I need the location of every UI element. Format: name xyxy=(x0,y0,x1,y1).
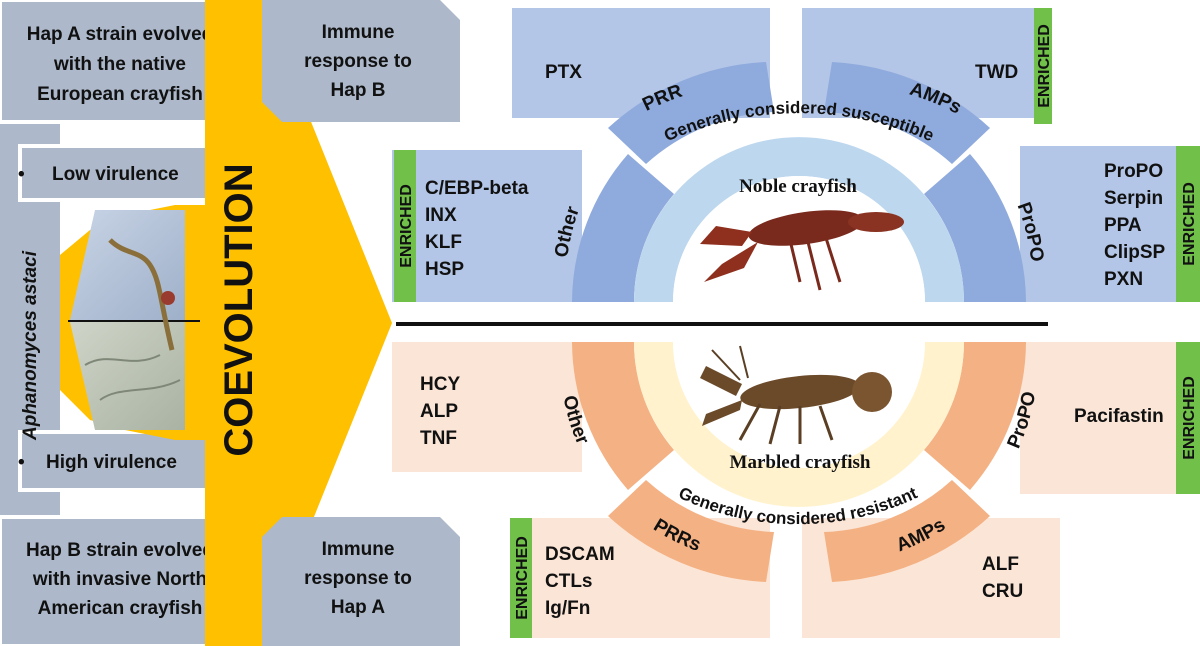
microscopy-images xyxy=(68,210,200,430)
svg-text:Hap B strain evolved: Hap B strain evolved xyxy=(26,540,214,561)
noble-segment-amps xyxy=(824,62,990,164)
marbled-segment-amps xyxy=(824,480,990,582)
marbled-prrs-items: DSCAM CTLs Ig/Fn xyxy=(545,544,615,619)
svg-text:ALP: ALP xyxy=(420,401,458,422)
noble-propo-box xyxy=(1020,146,1178,302)
immune-hap-b-box xyxy=(262,0,460,122)
svg-text:HSP: HSP xyxy=(425,259,464,280)
marbled-other-items: HCY ALP TNF xyxy=(420,374,460,449)
noble-propo-items: ProPO Serpin PPA ClipSP PXN xyxy=(1104,161,1166,290)
svg-text:European crayfish: European crayfish xyxy=(37,84,203,105)
hap-a-text: Hap A strain evolved with the native Eur… xyxy=(27,24,214,105)
svg-text:with the native: with the native xyxy=(53,54,186,75)
immune-hap-b-text: Immune response to Hap B xyxy=(304,22,412,101)
marbled-segment-other xyxy=(572,342,674,490)
high-virulence-bullet: • xyxy=(18,452,25,473)
marbled-segment-propo xyxy=(924,342,1026,490)
sporangium-shape xyxy=(161,291,175,305)
noble-crayfish-image xyxy=(700,210,904,291)
hap-b-text: Hap B strain evolved with invasive North… xyxy=(26,540,214,619)
marbled-propo-item: Pacifastin xyxy=(1074,406,1164,427)
noble-other-enriched-tag xyxy=(394,150,416,302)
svg-text:response to: response to xyxy=(304,51,412,72)
svg-text:KLF: KLF xyxy=(425,232,462,253)
svg-text:Ig/Fn: Ig/Fn xyxy=(545,598,590,619)
enriched-label-noble-amps: ENRICHED xyxy=(1036,24,1053,108)
species-name: Aphanomyces astaci xyxy=(20,250,41,441)
noble-amps-enriched-tag xyxy=(1034,8,1052,124)
marbled-crayfish-image xyxy=(700,345,892,445)
svg-text:PPA: PPA xyxy=(1104,215,1142,236)
marbled-segment-prrs xyxy=(608,480,774,582)
immune-hap-a-box xyxy=(262,517,460,646)
marbled-ring xyxy=(634,342,964,507)
svg-text:American crayfish: American crayfish xyxy=(38,598,203,619)
noble-prr-item: PTX xyxy=(545,62,582,83)
svg-text:TNF: TNF xyxy=(420,428,457,449)
svg-text:ALF: ALF xyxy=(982,554,1019,575)
marbled-propo-box xyxy=(1020,342,1178,494)
immune-hap-a-text: Immune response to Hap A xyxy=(304,539,412,618)
noble-amps-item: TWD xyxy=(975,62,1018,83)
marbled-propo-enriched-tag xyxy=(1176,342,1200,494)
high-virulence-image xyxy=(70,322,185,430)
svg-text:ClipSP: ClipSP xyxy=(1104,242,1166,263)
noble-other-box xyxy=(392,150,582,302)
enriched-label-noble-propo: ENRICHED xyxy=(1181,182,1198,266)
svg-text:CTLs: CTLs xyxy=(545,571,593,592)
svg-text:Immune: Immune xyxy=(322,22,395,43)
coevolution-label: COEVOLUTION xyxy=(217,163,261,456)
noble-segment-propo xyxy=(924,154,1026,302)
noble-ring xyxy=(634,137,964,302)
svg-text:INX: INX xyxy=(425,205,457,226)
marbled-other-box xyxy=(392,342,582,472)
svg-text:CRU: CRU xyxy=(982,581,1023,602)
marbled-prrs-enriched-tag xyxy=(510,518,532,638)
high-virulence-label: High virulence xyxy=(46,452,177,473)
noble-other-items: C/EBP-beta INX KLF HSP xyxy=(425,178,529,280)
svg-text:Immune: Immune xyxy=(322,539,395,560)
svg-text:HCY: HCY xyxy=(420,374,460,395)
svg-text:Serpin: Serpin xyxy=(1104,188,1163,209)
noble-segment-other xyxy=(572,154,674,302)
marbled-title: Marbled crayfish xyxy=(730,452,871,473)
low-virulence-image xyxy=(70,210,185,320)
svg-text:DSCAM: DSCAM xyxy=(545,544,615,565)
noble-segment-prr xyxy=(608,62,774,164)
enriched-label-marbled-prrs: ENRICHED xyxy=(514,536,531,620)
enriched-label-noble-other: ENRICHED xyxy=(398,184,415,268)
svg-text:response to: response to xyxy=(304,568,412,589)
hypha-shape xyxy=(108,238,175,351)
svg-text:with invasive North: with invasive North xyxy=(32,569,207,590)
marbled-amps-items: ALF CRU xyxy=(982,554,1023,602)
low-virulence-label: Low virulence xyxy=(52,164,179,185)
svg-text:C/EBP-beta: C/EBP-beta xyxy=(425,178,529,199)
enriched-label-marbled-propo: ENRICHED xyxy=(1181,376,1198,460)
coevolution-arrow xyxy=(60,0,392,646)
noble-propo-enriched-tag xyxy=(1176,146,1200,302)
low-virulence-bullet: • xyxy=(18,164,25,185)
svg-text:Hap A strain evolved: Hap A strain evolved xyxy=(27,24,214,45)
svg-text:Hap B: Hap B xyxy=(331,80,386,101)
svg-text:Hap A: Hap A xyxy=(331,597,385,618)
noble-title: Noble crayfish xyxy=(739,176,857,197)
svg-text:PXN: PXN xyxy=(1104,269,1143,290)
svg-text:ProPO: ProPO xyxy=(1104,161,1163,182)
